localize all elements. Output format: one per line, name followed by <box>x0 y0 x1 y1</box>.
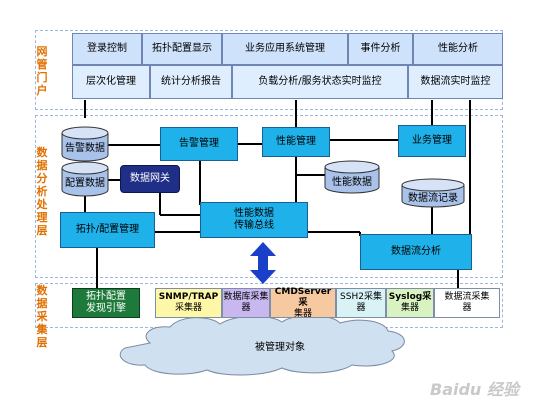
portal-topology-display: 拓扑配置显示 <box>142 33 222 65</box>
collector-ssh2: SSH2采集 器 <box>336 288 386 318</box>
collector-snmp-sub: 采集器 <box>174 303 202 313</box>
perf-data-label: 性能数据 <box>332 176 372 188</box>
portal-hierarchical-mgmt: 层次化管理 <box>72 65 150 99</box>
flow-records-label: 数据流记录 <box>408 192 458 204</box>
perf-mgmt-box: 性能管理 <box>262 127 330 157</box>
collector-cmdserver-title: CMDServer采 <box>274 286 332 308</box>
managed-objects-label: 被管理对象 <box>255 342 305 353</box>
collector-cmdserver: CMDServer采 集器 <box>270 286 336 319</box>
portal-load-analysis: 负载分析/服务状态实时监控 <box>232 65 408 99</box>
portal-statistics-report: 统计分析报告 <box>150 65 232 99</box>
collector-database-sub: 器 <box>241 303 251 313</box>
collector-syslog-title: Syslog采 <box>388 292 432 302</box>
baidu-watermark: Baidu 经验 <box>430 380 519 399</box>
collector-dataflow-title: 数据流采集 <box>444 292 490 302</box>
collector-database: 数据库采集 器 <box>222 288 270 318</box>
managed-objects-cloud <box>119 314 405 376</box>
collector-snmp: SNMP/TRAP 采集器 <box>155 288 222 318</box>
data-gateway-box: 数据网关 <box>120 165 180 193</box>
processing-layer-label: 数据分析处理层 <box>36 146 48 237</box>
collector-ssh2-title: SSH2采集 <box>340 292 382 302</box>
collector-syslog: Syslog采 集器 <box>386 288 434 318</box>
portal-performance-analysis: 性能分析 <box>413 33 503 65</box>
biz-mgmt-box: 业务管理 <box>398 125 466 157</box>
collector-dataflow-sub: 器 <box>462 303 472 313</box>
collector-ssh2-sub: 器 <box>356 303 366 313</box>
portal-layer-label: 网管门户 <box>36 45 48 97</box>
config-data-label: 配置数据 <box>65 177 105 189</box>
alarm-data-label: 告警数据 <box>65 142 105 154</box>
collector-cmdserver-sub: 集器 <box>293 308 312 319</box>
portal-grid: 登录控制 拓扑配置显示 业务应用系统管理 事件分析 性能分析 层次化管理 统计分… <box>72 33 503 101</box>
portal-flow-monitor: 数据流实时监控 <box>408 65 503 99</box>
collector-snmp-title: SNMP/TRAP <box>158 292 219 302</box>
flow-analysis-box: 数据流分析 <box>360 234 472 270</box>
perf-data-bus-box: 性能数据 传输总线 <box>200 202 308 238</box>
bidirectional-arrow <box>250 242 276 284</box>
topo-discovery-engine: 拓扑配置 发现引擎 <box>72 288 140 318</box>
collector-dataflow: 数据流采集 器 <box>434 288 500 318</box>
portal-login-control: 登录控制 <box>72 33 142 65</box>
collector-syslog-sub: 集器 <box>400 303 419 313</box>
collector-database-title: 数据库采集 <box>223 292 269 302</box>
topo-config-mgmt-box: 拓扑/配置管理 <box>60 212 155 248</box>
alarm-mgmt-box: 告警管理 <box>160 127 238 161</box>
portal-event-analysis: 事件分析 <box>348 33 413 65</box>
collection-layer-label: 数据采集层 <box>36 284 48 349</box>
portal-business-app-mgmt: 业务应用系统管理 <box>222 33 348 65</box>
